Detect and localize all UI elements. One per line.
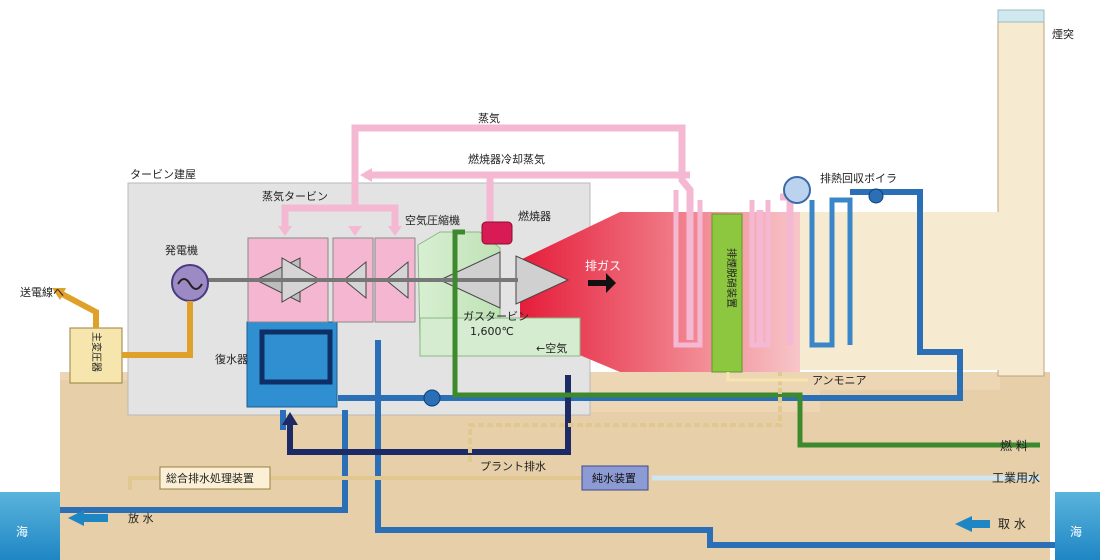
steam-arrowheads bbox=[278, 168, 402, 236]
label-sea-left: 海 bbox=[16, 524, 28, 539]
label-denox: 排煙脱硝装置 bbox=[725, 248, 738, 308]
label-exhaust-gas: 排ガス bbox=[585, 259, 621, 273]
drum-icon bbox=[783, 176, 811, 204]
label-to-transmission: 送電線へ bbox=[20, 285, 64, 299]
condensate-line bbox=[287, 375, 571, 455]
label-chimney: 煙突 bbox=[1052, 27, 1074, 41]
intake-arrow-icon bbox=[955, 516, 990, 532]
label-gas-turbine: ガスタービン bbox=[463, 310, 529, 323]
sea bbox=[0, 492, 1100, 560]
label-discharge: 放 水 bbox=[128, 511, 154, 525]
exhaust-arrow-icon bbox=[588, 273, 616, 293]
label-hrsg: 排熱回収ボイラ bbox=[820, 171, 897, 185]
label-condenser: 復水器 bbox=[215, 353, 248, 366]
generator-icon bbox=[171, 264, 209, 302]
hrsg-body bbox=[520, 212, 800, 373]
ammonia-line bbox=[726, 372, 808, 382]
hrsg-tubes bbox=[673, 190, 853, 348]
condenser-coil-area bbox=[259, 329, 333, 385]
label-ammonia: アンモニア bbox=[812, 374, 867, 387]
label-steam-turbine: 蒸気タービン bbox=[262, 189, 328, 203]
label-plant-drain: プラント排水 bbox=[480, 459, 546, 473]
label-combustor: 燃焼器 bbox=[518, 209, 551, 223]
labels: 蒸気 燃焼器冷却蒸気 タービン建屋 蒸気タービン 発電機 空気圧縮機 燃焼器 排… bbox=[16, 27, 1082, 539]
label-air-compressor: 空気圧縮機 bbox=[405, 213, 460, 227]
label-generator: 発電機 bbox=[165, 243, 198, 257]
chimney bbox=[780, 9, 1045, 377]
label-industrial-water: 工業用水 bbox=[992, 471, 1040, 485]
label-air: ←空気 bbox=[536, 341, 567, 355]
plant-drain-line bbox=[128, 372, 782, 490]
feedwater-line bbox=[60, 189, 1055, 548]
label-wastewater-treatment: 総合排水処理装置 bbox=[166, 471, 254, 485]
label-steam: 蒸気 bbox=[478, 111, 500, 125]
condensate-arrow bbox=[282, 412, 298, 425]
label-sea-right: 海 bbox=[1070, 524, 1082, 539]
wastewater-treatment bbox=[159, 466, 271, 490]
water-purifier bbox=[581, 465, 649, 491]
label-turbine-building: タービン建屋 bbox=[130, 167, 196, 181]
label-intake: 取 水 bbox=[998, 517, 1026, 531]
label-gas-turbine-temp: 1,600℃ bbox=[470, 325, 514, 338]
discharge-arrow-icon bbox=[68, 510, 108, 526]
label-main-transformer: 主変圧器 bbox=[90, 332, 103, 372]
power-line bbox=[52, 288, 193, 358]
label-water-purifier: 純水装置 bbox=[592, 472, 636, 485]
feedwater-pump-icon bbox=[423, 188, 884, 407]
label-combustor-cooling-steam: 燃焼器冷却蒸気 bbox=[468, 152, 545, 166]
fuel-line bbox=[452, 229, 1040, 448]
main-transformer bbox=[69, 327, 123, 384]
combustor bbox=[481, 221, 513, 245]
label-fuel: 燃 料 bbox=[1000, 438, 1028, 453]
